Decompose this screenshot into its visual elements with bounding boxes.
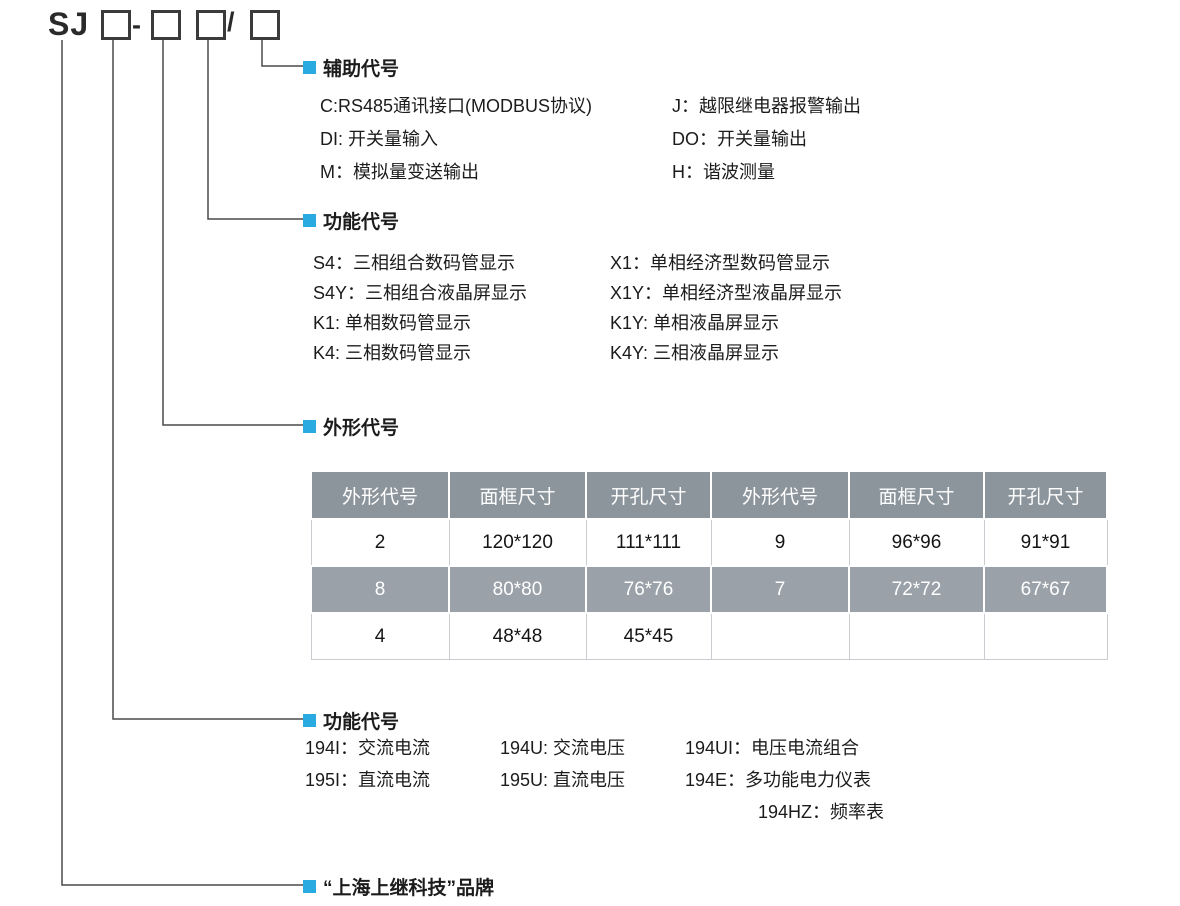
- table-header-cell: 面框尺寸: [848, 470, 985, 520]
- table-row: 8 80*80 76*76 7 72*72 67*67: [310, 565, 1108, 614]
- table-cell: 4: [310, 612, 450, 660]
- table-cell: 76*76: [585, 565, 712, 614]
- table-cell: 111*111: [585, 518, 712, 567]
- section-function-header: 功能代号: [303, 707, 399, 734]
- table-cell: 48*48: [448, 612, 587, 660]
- section-auxiliary-header: 辅助代号: [303, 54, 399, 81]
- brand-title: “上海上继科技”品牌: [323, 878, 495, 899]
- table-row: 4 48*48 45*45: [310, 612, 1108, 660]
- table-cell: [848, 612, 985, 660]
- model-box-auxiliary: [250, 10, 280, 40]
- table-header-cell: 开孔尺寸: [585, 470, 712, 520]
- function-item: 194UI：电压电流组合: [685, 738, 860, 758]
- function-item: 194I：交流电流: [305, 738, 431, 758]
- section-bullet-icon: [303, 61, 316, 74]
- model-box-function: [101, 10, 131, 40]
- table-cell: 2: [310, 518, 450, 567]
- model-prefix: SJ: [48, 6, 90, 42]
- table-row: 2 120*120 111*111 9 96*96 91*91: [310, 518, 1108, 567]
- display-item: K4: 三相数码管显示: [313, 343, 472, 363]
- table-cell: 120*120: [448, 518, 587, 567]
- model-box-shape: [151, 10, 181, 40]
- section-display-title: 功能代号: [323, 212, 400, 233]
- section-display-header: 功能代号: [303, 207, 399, 234]
- display-item: X1Y：单相经济型液晶屏显示: [610, 283, 843, 303]
- section-auxiliary-title: 辅助代号: [323, 59, 400, 80]
- table-header-cell: 外形代号: [310, 470, 450, 520]
- function-item: 195U: 直流电压: [500, 770, 626, 790]
- table-cell: [710, 612, 850, 660]
- table-header-cell: 面框尺寸: [448, 470, 587, 520]
- function-item: 194U: 交流电压: [500, 738, 626, 758]
- table-cell: 7: [710, 565, 850, 614]
- model-box-display: [196, 10, 226, 40]
- table-cell: 91*91: [983, 518, 1108, 567]
- auxiliary-item: DI: 开关量输入: [320, 129, 439, 149]
- table-cell: [983, 612, 1108, 660]
- auxiliary-item: J：越限继电器报警输出: [672, 96, 861, 116]
- table-header-cell: 开孔尺寸: [983, 470, 1108, 520]
- section-shape-title: 外形代号: [323, 418, 400, 439]
- section-bullet-icon: [303, 880, 316, 893]
- table-cell: 9: [710, 518, 850, 567]
- table-cell: 45*45: [585, 612, 712, 660]
- model-slash: /: [227, 7, 235, 37]
- section-bullet-icon: [303, 214, 316, 227]
- display-item: K1Y: 单相液晶屏显示: [610, 313, 780, 333]
- auxiliary-item: H：谐波测量: [672, 162, 775, 182]
- display-item: K4Y: 三相液晶屏显示: [610, 343, 780, 363]
- function-item: 194E：多功能电力仪表: [685, 770, 872, 790]
- display-item: S4：三相组合数码管显示: [313, 253, 516, 273]
- table-cell: 96*96: [848, 518, 985, 567]
- table-cell: 80*80: [448, 565, 587, 614]
- display-item: X1：单相经济型数码管显示: [610, 253, 831, 273]
- table-cell: 67*67: [983, 565, 1108, 614]
- section-bullet-icon: [303, 420, 316, 433]
- auxiliary-item: DO：开关量输出: [672, 129, 807, 149]
- auxiliary-item: M：模拟量变送输出: [320, 162, 479, 182]
- function-item: 194HZ：频率表: [758, 802, 885, 822]
- model-dash: -: [132, 10, 141, 40]
- table-cell: 8: [310, 565, 450, 614]
- section-brand-header: “上海上继科技”品牌: [303, 873, 494, 900]
- display-item: K1: 单相数码管显示: [313, 313, 472, 333]
- table-cell: 72*72: [848, 565, 985, 614]
- auxiliary-item: C:RS485通讯接口(MODBUS协议): [320, 96, 593, 116]
- section-shape-header: 外形代号: [303, 413, 399, 440]
- table-header-row: 外形代号 面框尺寸 开孔尺寸 外形代号 面框尺寸 开孔尺寸: [310, 470, 1108, 520]
- section-function-title: 功能代号: [323, 712, 400, 733]
- shape-dimension-table: 外形代号 面框尺寸 开孔尺寸 外形代号 面框尺寸 开孔尺寸 2 120*120 …: [310, 470, 1108, 660]
- table-header-cell: 外形代号: [710, 470, 850, 520]
- section-bullet-icon: [303, 714, 316, 727]
- display-item: S4Y：三相组合液晶屏显示: [313, 283, 528, 303]
- function-item: 195I：直流电流: [305, 770, 431, 790]
